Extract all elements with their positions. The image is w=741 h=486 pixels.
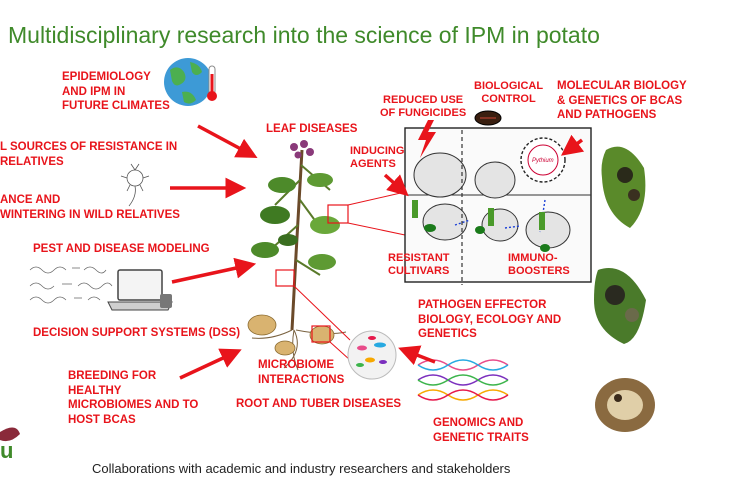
dna-icon [417, 359, 509, 401]
lightning-icon [418, 120, 436, 158]
label-pest-modeling: PEST AND DISEASE MODELING [33, 243, 210, 255]
root-highlight-box [275, 269, 295, 287]
arrow-inducing [383, 173, 409, 197]
pythium-label: Pythium [532, 158, 554, 164]
label-immuno-boosters: IMMUNO-BOOSTERS [508, 252, 570, 277]
label-root-tuber: ROOT AND TUBER DISEASES [236, 398, 402, 410]
arrow-modeling [171, 257, 257, 284]
diseased-tuber-photo [595, 378, 655, 432]
flower-sketch-icon [120, 163, 150, 207]
laptop-icon [107, 269, 173, 311]
logo-leaf-icon [0, 427, 20, 442]
page-title: Multidisciplinary research into the scie… [8, 22, 600, 48]
arrow-molecular [560, 134, 585, 156]
cell-diagram: Pythium [404, 110, 592, 285]
diseased-leaf-photo-2 [594, 268, 646, 344]
globe-thermometer-icon [164, 58, 217, 106]
tuber-highlight-box [311, 325, 331, 343]
zoom-lines [347, 191, 406, 236]
arrow-breeding [179, 348, 242, 380]
arrow-effector [398, 345, 436, 366]
microbiome-icon [347, 330, 397, 380]
logo-text: u [0, 438, 14, 463]
capsule-icon [474, 110, 502, 126]
diseased-leaf-photo-1 [601, 146, 646, 228]
footer-caption: Collaborations with academic and industr… [92, 461, 511, 476]
arrows [170, 124, 585, 380]
label-leaf-diseases: LEAF DISEASES [266, 123, 358, 135]
arrow-epidemiology [197, 124, 258, 158]
potato-plant-illustration [247, 140, 347, 371]
label-dss: DECISION SUPPORT SYSTEMS (DSS) [33, 327, 241, 339]
leaf-highlight-box [327, 204, 349, 224]
equations-sketch-icon [29, 266, 113, 304]
microbiome-zoom-lines [293, 285, 351, 361]
